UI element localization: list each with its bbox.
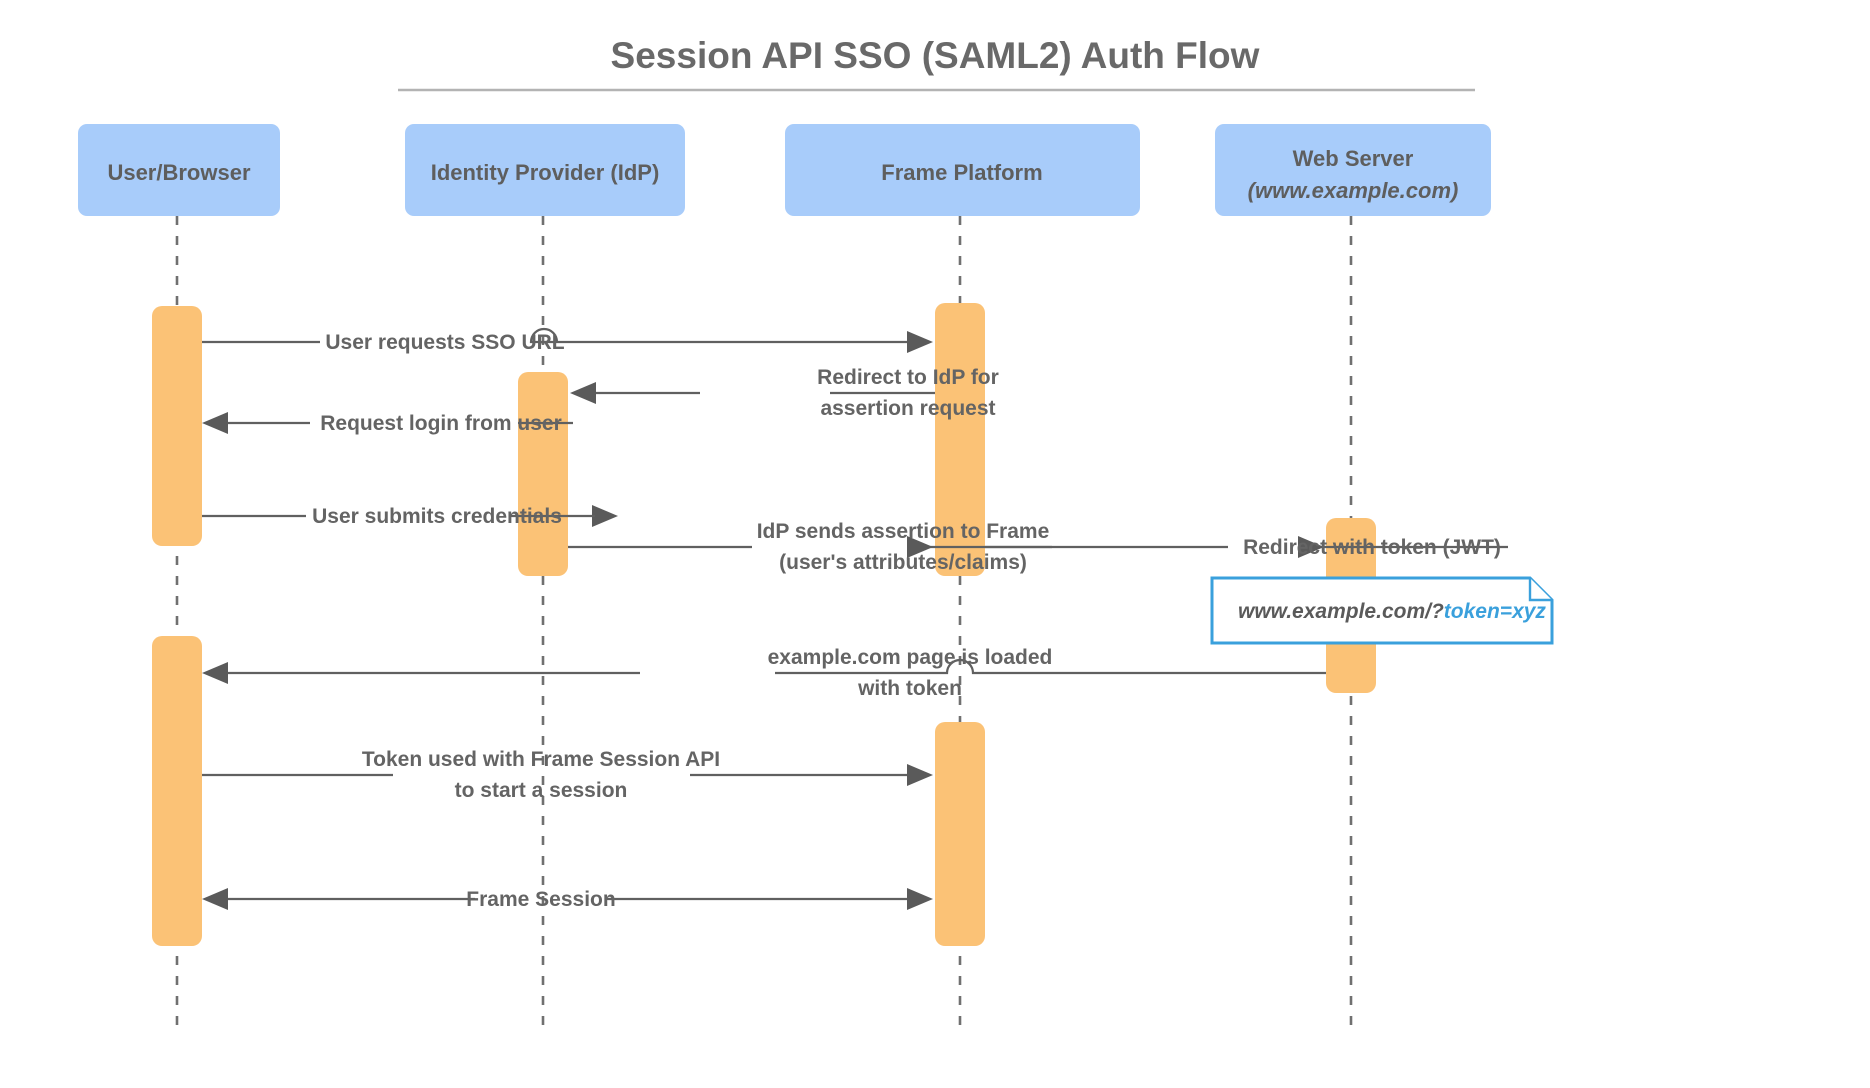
note-token-url[interactable]: www.example.com/?token=xyz bbox=[1210, 576, 1554, 645]
participant-box-idp[interactable] bbox=[405, 124, 685, 216]
participant-box-web[interactable] bbox=[1215, 124, 1491, 216]
participant-user[interactable]: User/Browser bbox=[78, 124, 280, 216]
participant-web[interactable]: Web Server (www.example.com) bbox=[1215, 124, 1491, 216]
note-token-url-text: www.example.com/?token=xyz bbox=[1238, 600, 1546, 623]
participant-label-frame: Frame Platform bbox=[881, 160, 1042, 185]
participant-box-frame[interactable] bbox=[785, 124, 1140, 216]
participant-label-idp: Identity Provider (IdP) bbox=[431, 160, 660, 185]
page-title: Session API SSO (SAML2) Auth Flow bbox=[611, 35, 1260, 76]
message-m8-arrowhead bbox=[907, 764, 933, 786]
message-m8[interactable]: Token used with Frame Session API to sta… bbox=[202, 748, 933, 802]
message-m3[interactable]: Request login from user bbox=[202, 412, 573, 435]
activation-frame-1 bbox=[935, 303, 985, 576]
message-m7[interactable]: example.com page is loaded with token bbox=[202, 646, 1326, 700]
message-m9-label: Frame Session bbox=[466, 888, 615, 911]
note-url-plain: www.example.com/? bbox=[1238, 600, 1444, 623]
activation-bars-group bbox=[152, 303, 1376, 946]
message-m7-arrowhead bbox=[202, 662, 228, 684]
message-m2[interactable]: Redirect to IdP for assertion request bbox=[570, 366, 999, 420]
message-m8-label-line2: to start a session bbox=[455, 779, 628, 802]
message-m6[interactable]: Redirect with token (JWT) bbox=[985, 536, 1508, 559]
note-url-highlight: token=xyz bbox=[1444, 600, 1547, 623]
message-m4-arrowhead bbox=[592, 505, 618, 527]
participant-box-user[interactable] bbox=[78, 124, 280, 216]
message-m9-arrowhead-right bbox=[907, 888, 933, 910]
participant-sublabel-web: (www.example.com) bbox=[1248, 178, 1459, 203]
message-m3-label: Request login from user bbox=[320, 412, 562, 435]
message-m9[interactable]: Frame Session bbox=[202, 888, 933, 911]
message-m5-label-line2: (user's attributes/claims) bbox=[779, 551, 1027, 574]
message-m5[interactable]: IdP sends assertion to Frame (user's att… bbox=[568, 520, 1052, 574]
message-m4-label: User submits credentials bbox=[312, 505, 562, 528]
message-m2-label-line2: assertion request bbox=[820, 397, 995, 420]
message-m9-arrowhead-left bbox=[202, 888, 228, 910]
message-m1-line-right bbox=[529, 327, 927, 344]
message-m6-arrowhead bbox=[1298, 536, 1324, 558]
message-m7-label-line1: example.com page is loaded bbox=[768, 646, 1053, 669]
participant-label-user: User/Browser bbox=[107, 160, 251, 185]
participant-label-web: Web Server bbox=[1293, 146, 1414, 171]
message-m1-label: User requests SSO URL bbox=[325, 331, 564, 354]
message-m8-label-line1: Token used with Frame Session API bbox=[362, 748, 720, 771]
message-m6-label: Redirect with token (JWT) bbox=[1243, 536, 1501, 559]
note-token-url-body[interactable] bbox=[1210, 576, 1554, 645]
message-m2-arrowhead bbox=[570, 382, 596, 404]
message-m2-label-line1: Redirect to IdP for bbox=[817, 366, 999, 389]
activation-idp-1 bbox=[518, 372, 568, 576]
participant-idp[interactable]: Identity Provider (IdP) bbox=[405, 124, 685, 216]
note-fold-icon bbox=[1528, 578, 1552, 602]
message-m1[interactable]: User requests SSO URL bbox=[202, 327, 933, 354]
diagram-title-group: Session API SSO (SAML2) Auth Flow bbox=[398, 35, 1475, 92]
message-m7-line-jump bbox=[775, 658, 1073, 675]
participant-frame[interactable]: Frame Platform bbox=[785, 124, 1140, 216]
message-m5-label-line1: IdP sends assertion to Frame bbox=[757, 520, 1050, 543]
message-m7-label-line2: with token bbox=[857, 677, 962, 700]
message-m3-arrowhead bbox=[202, 412, 228, 434]
message-m5-arrowhead bbox=[907, 536, 933, 558]
message-m1-arrowhead bbox=[907, 331, 933, 353]
activation-user-2 bbox=[152, 636, 202, 946]
message-m4[interactable]: User submits credentials bbox=[202, 505, 618, 528]
activation-frame-2 bbox=[935, 722, 985, 946]
activation-user-1 bbox=[152, 306, 202, 546]
